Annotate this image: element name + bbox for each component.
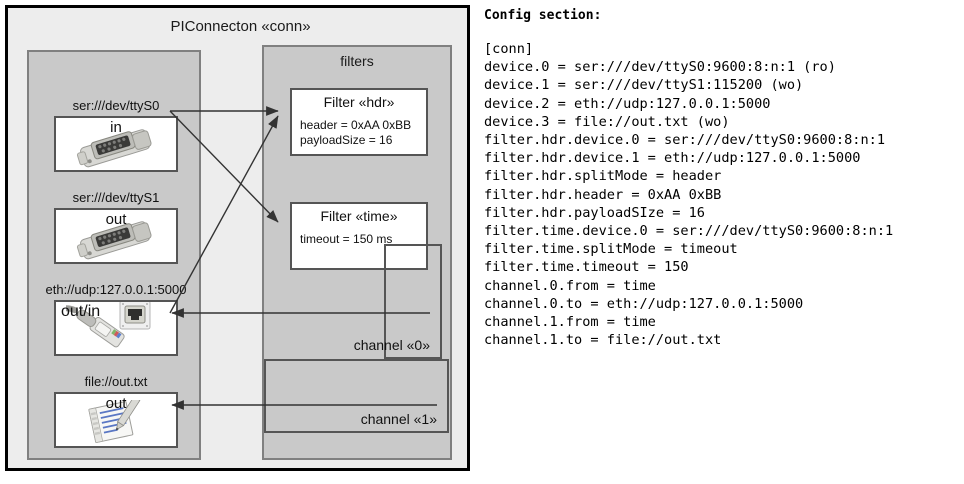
connector-outer-frame: PIConnecton «conn» ser:///dev/ttyS0 in [5, 5, 470, 471]
device-label-eth: eth://udp:127.0.0.1:5000 [45, 282, 187, 297]
page-title: PIConnecton «conn» [170, 18, 311, 35]
config-line: filter.time.timeout = 150 [484, 259, 689, 276]
text-file-icon [56, 394, 176, 446]
filter-card-time[interactable]: Filter «time» timeout = 150 ms [290, 202, 428, 270]
config-line: channel.1.from = time [484, 314, 656, 331]
device-io-label: out [105, 211, 127, 228]
config-line: filter.hdr.device.0 = ser:///dev/ttyS0:9… [484, 132, 886, 149]
channel-box-0: channel «0» [354, 244, 442, 359]
config-line: device.3 = file://out.txt (wo) [484, 113, 730, 130]
channel-label: channel «1» [360, 411, 437, 427]
filter-attributes: header = 0xAA 0xBB payloadSize = 16 [300, 118, 411, 148]
filters-panel-title: filters [340, 53, 374, 69]
config-line: filter.time.device.0 = ser:///dev/ttyS0:… [484, 223, 894, 240]
device-card-file[interactable]: out [54, 392, 178, 448]
device-card-eth[interactable]: out/in [54, 300, 178, 356]
config-heading: Config section: [484, 8, 602, 23]
device-io-label: out [105, 395, 127, 412]
config-line: device.0 = ser:///dev/ttyS0:9600:8:n:1 (… [484, 59, 836, 76]
device-card-ttyS0[interactable]: in [54, 116, 178, 172]
filter-attributes: timeout = 150 ms [300, 232, 392, 247]
config-line: filter.hdr.header = 0xAA 0xBB [484, 186, 722, 203]
device-io-label: in [110, 119, 122, 136]
config-line: filter.hdr.device.1 = eth://udp:127.0.0.… [484, 150, 861, 167]
config-line: filter.time.splitMode = timeout [484, 241, 738, 258]
device-card-ttyS1[interactable]: out [54, 208, 178, 264]
config-line: channel.0.from = time [484, 277, 656, 294]
device-label-file: file://out.txt [84, 374, 148, 389]
devices-panel: ser:///dev/ttyS0 in [27, 50, 201, 460]
config-line: filter.hdr.payloadSIze = 16 [484, 204, 705, 221]
device-label-ttyS1: ser:///dev/ttyS1 [72, 190, 160, 205]
device-io-label: out/in [61, 303, 101, 320]
serial-port-icon [56, 210, 176, 262]
config-line: device.1 = ser:///dev/ttyS1:115200 (wo) [484, 77, 804, 94]
config-line: [conn] [484, 41, 534, 57]
filter-attr: timeout = 150 ms [300, 232, 393, 246]
filter-attr: payloadSize = 16 [300, 133, 393, 147]
filter-card-hdr[interactable]: Filter «hdr» header = 0xAA 0xBB payloadS… [290, 88, 428, 156]
channel-label: channel «0» [353, 337, 430, 353]
ethernet-icon [56, 302, 176, 354]
config-text-block: [conn] device.0 = ser:///dev/ttyS0:9600:8… [484, 40, 893, 349]
channel-box-1: channel «1» [264, 359, 449, 433]
connection-diagram: PIConnecton «conn» ser:///dev/ttyS0 in [0, 0, 478, 484]
config-line: filter.hdr.splitMode = header [484, 168, 722, 185]
config-line: device.2 = eth://udp:127.0.0.1:5000 [484, 95, 771, 112]
config-line: channel.1.to = file://out.txt [484, 332, 722, 349]
filter-attr: header = 0xAA 0xBB [300, 118, 412, 132]
filter-title: Filter «hdr» [323, 94, 395, 110]
filters-panel: filters Filter «hdr» header = 0xAA 0xBB … [262, 45, 452, 460]
device-label-ttyS0: ser:///dev/ttyS0 [72, 98, 160, 113]
config-section: Config section: [conn] device.0 = ser:///… [480, 0, 964, 484]
filter-title: Filter «time» [320, 208, 398, 224]
serial-port-icon [56, 118, 176, 170]
config-line: channel.0.to = eth://udp:127.0.0.1:5000 [484, 295, 804, 312]
